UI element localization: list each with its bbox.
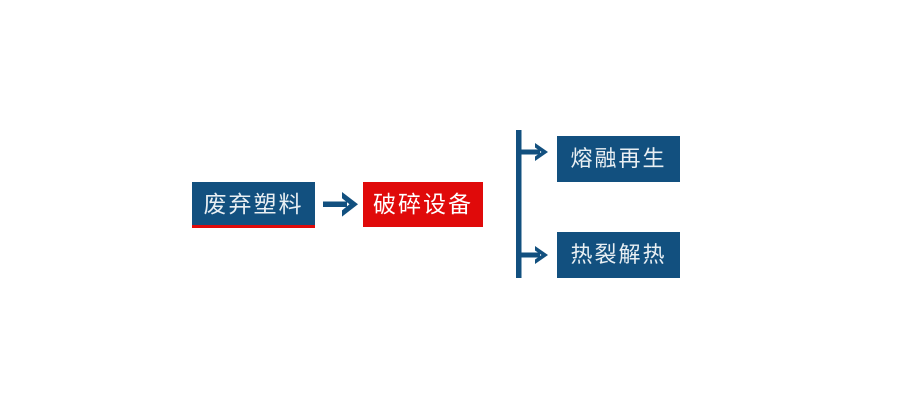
arrow-right-icon — [321, 188, 361, 222]
node-pyrolysis-heat[interactable]: 热裂解热 — [557, 232, 680, 278]
node-crusher-label: 破碎设备 — [373, 191, 473, 217]
node-crusher[interactable]: 破碎设备 — [363, 182, 483, 227]
node-pyrolysis-heat-label: 热裂解热 — [570, 242, 667, 267]
branch-bracket-connector — [508, 126, 564, 282]
node-waste-plastic-label: 废弃塑料 — [203, 191, 304, 217]
branch-bracket-glyph — [516, 130, 548, 278]
node-melt-regeneration-label: 熔融再生 — [570, 146, 667, 171]
arrow-right-glyph — [323, 192, 358, 217]
node-melt-regeneration[interactable]: 熔融再生 — [557, 136, 680, 182]
waste-plastic-accent-rule — [192, 225, 315, 228]
node-waste-plastic[interactable]: 废弃塑料 — [192, 182, 315, 227]
